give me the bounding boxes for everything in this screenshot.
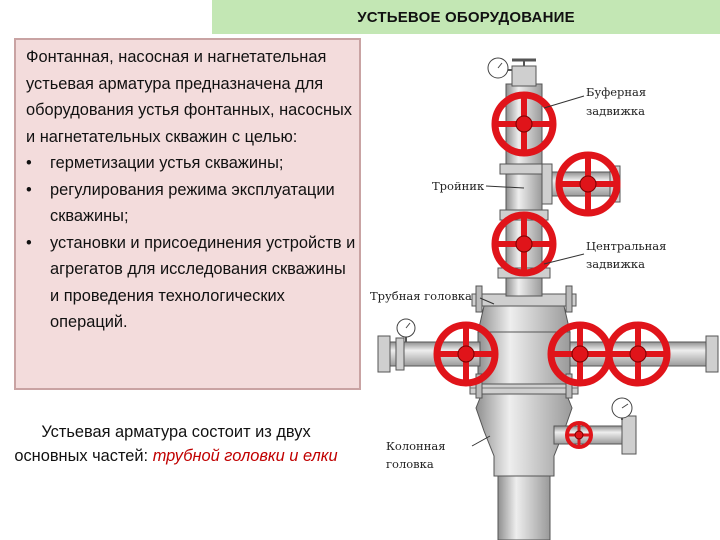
wellhead-diagram: Буферная задвижка Тройник Центральная за… [370, 57, 719, 540]
purpose-list: • герметизации устья скважины; • регулир… [26, 150, 356, 336]
casing-head-label-1: Колонная [386, 439, 446, 453]
summary-text: Устьевая арматура состоит из двух основн… [14, 423, 338, 465]
intro-lead: Фонтанная, насосная и нагнетательная уст… [26, 48, 353, 146]
list-item: • герметизации устья скважины; [26, 150, 356, 177]
buffer-valve-wheel [491, 91, 557, 157]
central-valve-label-2: задвижка [586, 257, 645, 271]
tubing-head-label: Трубная головка [370, 289, 472, 303]
bullet-symbol: • [26, 233, 32, 252]
left-valve-wheel [433, 321, 499, 387]
right-valve-wheel-2 [605, 321, 671, 387]
tee-label: Тройник [432, 179, 485, 193]
casing-valve-wheel [565, 421, 593, 449]
bullet-symbol: • [26, 180, 32, 199]
tubing-head [471, 285, 577, 399]
bullet-symbol: • [26, 154, 32, 172]
central-valve-wheel [491, 211, 557, 277]
highlighted-parts: трубной головки и елки [152, 447, 338, 465]
page-title: УСТЬЕВОЕ ОБОРУДОВАНИЕ [357, 8, 575, 26]
casing-pipe [497, 475, 551, 540]
right-valve-wheel-1 [547, 321, 613, 387]
intro-text: Фонтанная, насосная и нагнетательная уст… [26, 44, 356, 336]
leader-lines [471, 95, 585, 447]
buffer-valve-label-1: Буферная [586, 85, 646, 99]
buffer-valve-label-2: задвижка [586, 104, 645, 118]
description-box: Фонтанная, насосная и нагнетательная уст… [14, 38, 361, 390]
casing-head-label-2: головка [386, 457, 434, 471]
casing-side-line [553, 397, 637, 455]
central-valve-label-1: Центральная [586, 239, 666, 253]
valve-handwheels [433, 91, 671, 449]
tee-valve-wheel [555, 151, 621, 217]
list-item: • регулирования режима эксплуатации сква… [26, 177, 356, 230]
list-item: • установки и присоединения устройств и … [26, 230, 356, 336]
title-bar: УСТЬЕВОЕ ОБОРУДОВАНИЕ [212, 0, 720, 34]
